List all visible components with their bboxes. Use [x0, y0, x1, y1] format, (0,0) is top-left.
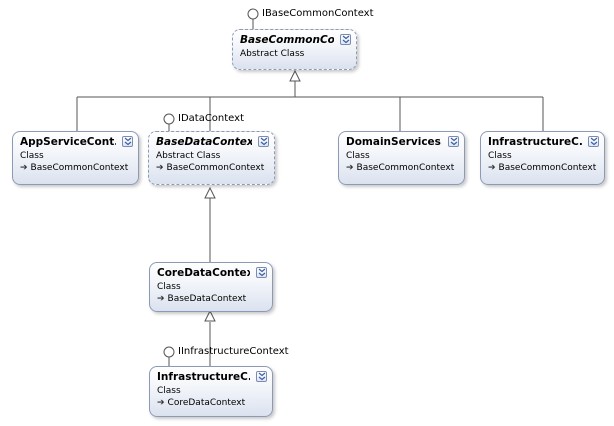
expand-chevron-icon[interactable]: [340, 34, 351, 45]
lollipop-idatacontext: [163, 113, 175, 125]
lollipop-ibasecommoncontext: [247, 8, 259, 20]
base-arrow-icon: ➔: [488, 163, 496, 173]
inheritance-arrowhead-basecommon: [289, 69, 301, 82]
class-base-type: ➔BaseCommonContext: [346, 162, 454, 174]
class-name: InfrastructureC...: [488, 136, 582, 148]
base-type-name: BaseCommonContext: [30, 163, 129, 173]
base-arrow-icon: ➔: [156, 163, 164, 173]
class-base-type: ➔BaseDataContext: [157, 293, 250, 305]
base-type-name: BaseCommonContext: [166, 163, 265, 173]
base-arrow-icon: ➔: [157, 398, 165, 408]
base-type-name: BaseCommonContext: [498, 163, 597, 173]
class-box-appservicecontext[interactable]: AppServiceCont... Class ➔BaseCommonConte…: [12, 131, 139, 185]
class-box-infrastructurecontext-bottom[interactable]: InfrastructureC... Class ➔CoreDataContex…: [149, 366, 273, 417]
expand-chevron-icon[interactable]: [448, 136, 459, 147]
base-type-name: CoreDataContext: [167, 398, 246, 408]
base-type-name: BaseCommonContext: [356, 163, 455, 173]
class-kind: Class: [20, 151, 44, 161]
lollipop-iinfrastructurecontext: [163, 346, 175, 358]
class-kind: Abstract Class: [240, 49, 305, 59]
class-kind: Class: [157, 282, 181, 292]
class-base-type: ➔CoreDataContext: [157, 397, 250, 409]
class-name: InfrastructureC...: [157, 371, 250, 383]
class-base-type: ➔BaseCommonContext: [20, 162, 128, 174]
base-arrow-icon: ➔: [346, 163, 354, 173]
base-arrow-icon: ➔: [157, 294, 165, 304]
class-box-infrastructurecontext-top[interactable]: InfrastructureC... Class ➔BaseCommonCont…: [480, 131, 605, 185]
class-box-domainservicescontext[interactable]: DomainServices... Class ➔BaseCommonConte…: [338, 131, 465, 185]
class-base-type: ➔BaseCommonContext: [488, 162, 596, 174]
class-name: DomainServices...: [346, 136, 442, 148]
class-name: BaseDataContext: [156, 136, 252, 148]
class-base-type: ➔BaseCommonContext: [156, 162, 264, 174]
class-kind: Class: [157, 386, 181, 396]
expand-chevron-icon[interactable]: [588, 136, 599, 147]
base-type-name: BaseDataContext: [167, 294, 247, 304]
inheritance-arrowhead-basedata: [204, 186, 216, 199]
expand-chevron-icon[interactable]: [122, 136, 133, 147]
interface-label-idatacontext: IDataContext: [178, 113, 245, 124]
interface-label-ibasecommoncontext: IBaseCommonContext: [262, 8, 374, 19]
class-kind: Abstract Class: [156, 151, 221, 161]
expand-chevron-icon[interactable]: [256, 371, 267, 382]
class-kind: Class: [346, 151, 370, 161]
class-name: BaseCommonCo...: [240, 34, 334, 46]
base-arrow-icon: ➔: [20, 163, 28, 173]
inheritance-arrowhead-coredata: [204, 309, 216, 322]
expand-chevron-icon[interactable]: [258, 136, 269, 147]
class-name: AppServiceCont...: [20, 136, 116, 148]
class-box-basecommoncontext[interactable]: BaseCommonCo... Abstract Class: [232, 29, 357, 70]
class-box-basedatacontext[interactable]: BaseDataContext Abstract Class ➔BaseComm…: [148, 131, 275, 185]
interface-label-iinfrastructurecontext: IInfrastructureContext: [178, 346, 289, 357]
class-box-coredatacontext[interactable]: CoreDataContext Class ➔BaseDataContext: [149, 262, 273, 312]
class-kind: Class: [488, 151, 512, 161]
expand-chevron-icon[interactable]: [256, 267, 267, 278]
class-name: CoreDataContext: [157, 267, 250, 279]
